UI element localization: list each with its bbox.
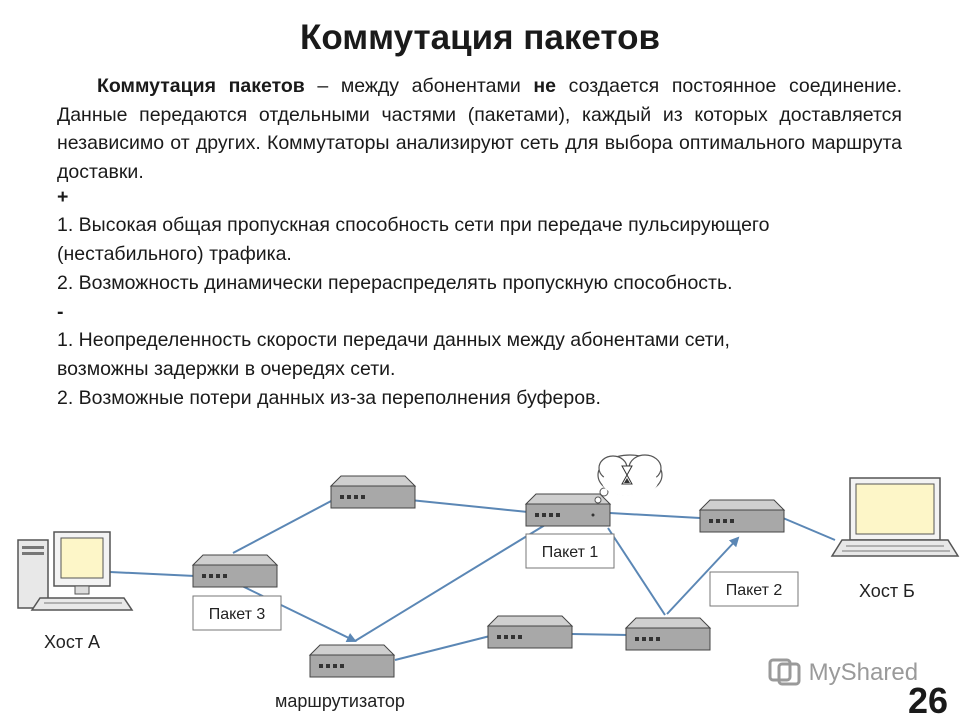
links (109, 499, 836, 661)
host-a-computer-icon (17, 531, 134, 611)
router-3 (525, 493, 611, 527)
link-r6-r7 (571, 633, 629, 636)
packet-1-text: Пакет 1 (542, 544, 599, 561)
watermark: MyShared (768, 656, 918, 687)
link-r5-r6 (394, 635, 491, 661)
watermark-logo-icon (768, 658, 801, 686)
intro-part1: – между абонентами (304, 75, 534, 97)
host-a-label: Хост А (44, 632, 100, 652)
router-1 (192, 554, 278, 588)
packet-3-label: Пакет 3 (192, 595, 282, 631)
intro-paragraph: Коммутация пакетов – между абонентами не… (57, 72, 902, 186)
link-hosta-r1 (109, 571, 196, 577)
router-6 (487, 615, 573, 649)
hourglass-icon (621, 465, 633, 485)
packet-3-text: Пакет 3 (209, 606, 266, 623)
pros-item-2: 2. Возможность динамически перераспредел… (57, 272, 733, 294)
link-r5-r3 (354, 524, 546, 642)
router-2 (330, 475, 416, 509)
watermark-text: MyShared (808, 659, 919, 686)
packet-2-label: Пакет 2 (709, 571, 799, 607)
packet-2-text: Пакет 2 (726, 582, 783, 599)
host-b-label: Хост Б (859, 581, 915, 601)
router-7 (625, 617, 711, 651)
intro-part2: создается постоянное соединение. Данные … (57, 75, 902, 183)
slide-title: Коммутация пакетов (300, 18, 660, 57)
router-caption: маршрутизатор (275, 691, 405, 711)
thinking-cloud-icon (594, 454, 663, 504)
cons-sign: - (57, 301, 64, 323)
link-r3-r4 (609, 512, 701, 519)
packet-1-label: Пакет 1 (525, 533, 615, 569)
link-r1-r5-arrow (239, 584, 357, 642)
router-4 (699, 499, 785, 533)
link-r4-hostb (782, 517, 836, 541)
link-r1-r2 (232, 499, 334, 554)
link-r7-r4-arrow (666, 536, 740, 615)
router-5 (309, 644, 395, 678)
link-r2-r3 (409, 499, 529, 513)
host-b-laptop-icon (830, 477, 960, 557)
intro-negation: не (533, 75, 557, 97)
cons-item-1-cont: возможны задержки в очередях сети. (57, 358, 396, 380)
cons-item-1: 1. Неопределенность скорости передачи да… (57, 329, 730, 351)
intro-term: Коммутация пакетов (97, 75, 305, 97)
pros-item-1: 1. Высокая общая пропускная способность … (57, 214, 770, 236)
pros-item-1-cont: (нестабильного) трафика. (57, 243, 292, 265)
link-r3-r7 (607, 527, 666, 616)
pros-sign: + (57, 186, 69, 208)
page-number: 26 (907, 680, 948, 721)
cons-item-2: 2. Возможные потери данных из-за перепол… (57, 387, 601, 409)
